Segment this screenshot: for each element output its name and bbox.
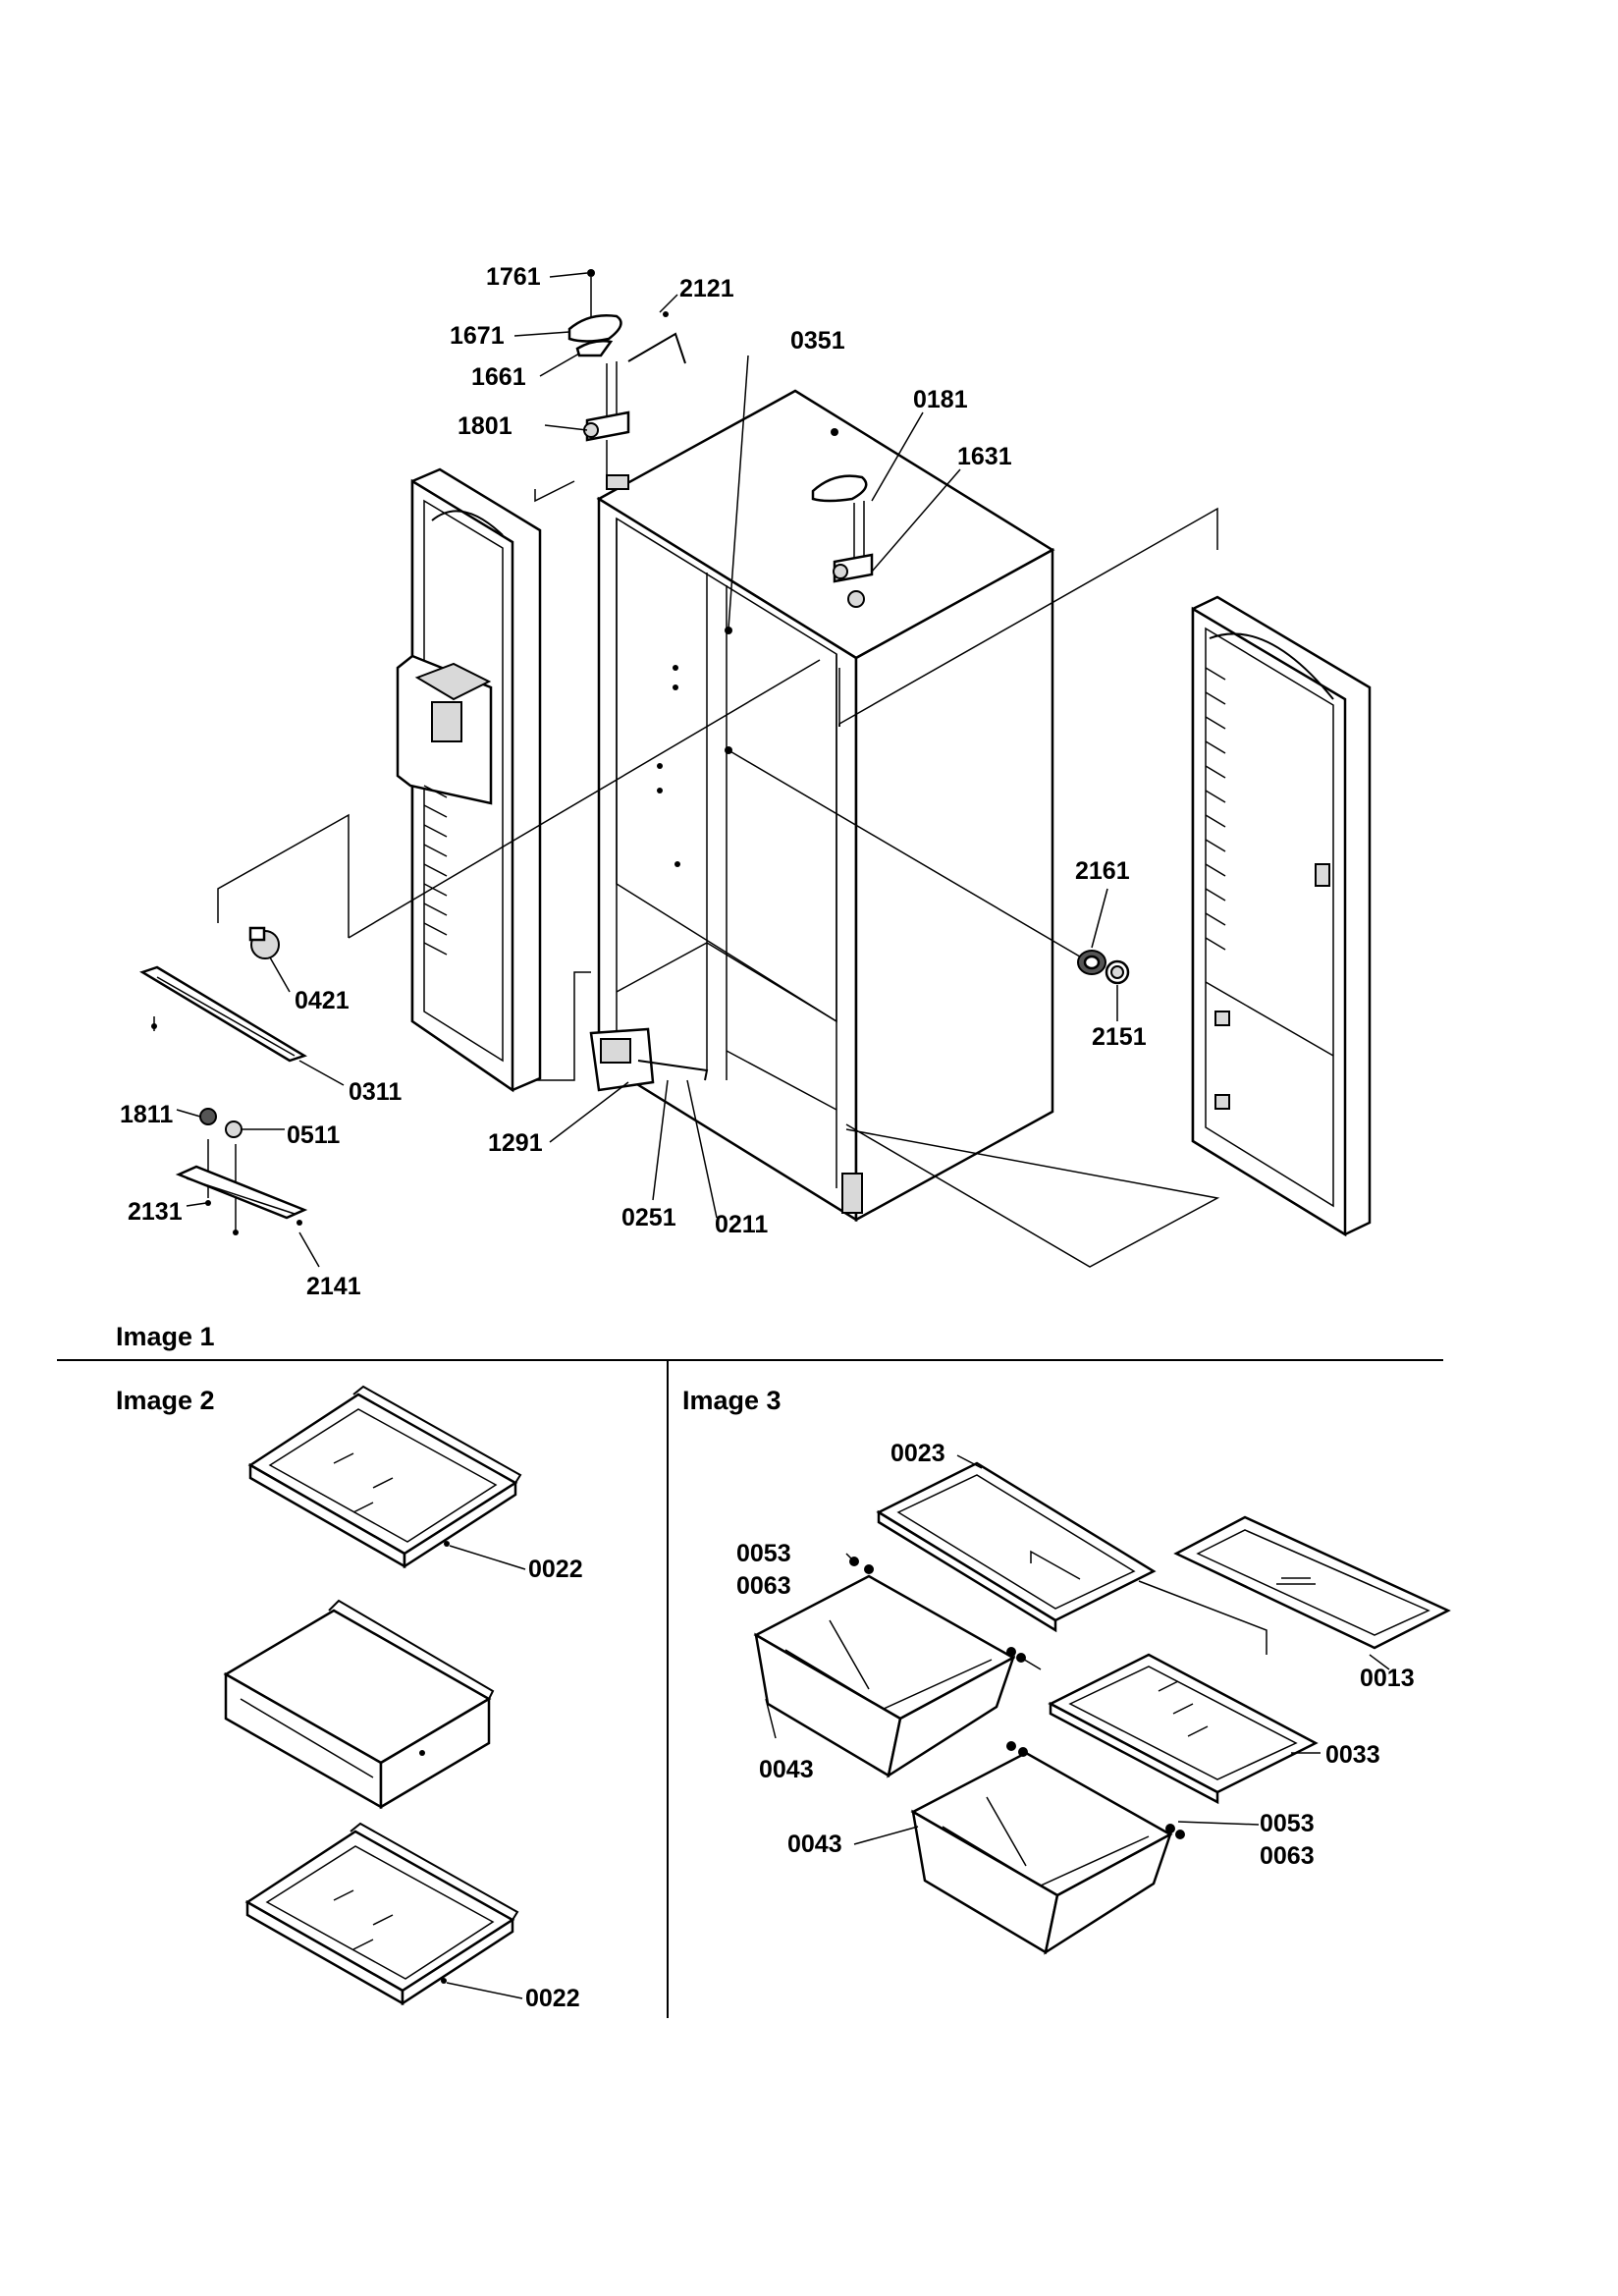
callout-1291: 1291 [488,1129,543,1157]
callout-leaders-image3 [765,1454,1390,1845]
bracket-2131 [175,1165,308,1220]
callout-2141: 2141 [306,1273,361,1300]
crisper-drawer-upper [753,1574,1016,1778]
callout-0181: 0181 [913,386,968,413]
callout-0421: 0421 [295,987,350,1014]
assembly-lines [217,480,1220,1268]
callout-0311: 0311 [349,1078,402,1106]
shelf-top [247,1385,522,1569]
crisper-drawer-lower [910,1751,1173,1955]
shelf-bottom [244,1822,519,2006]
callout-1661: 1661 [471,363,526,391]
callout-2161: 2161 [1075,857,1130,885]
top-hinge-right [811,428,874,608]
callout-0511: 0511 [287,1121,340,1149]
callout-0022-bottom: 0022 [525,1985,580,2012]
cap-2151 [1105,959,1130,985]
callout-2151: 2151 [1092,1023,1147,1051]
light-bulb [248,926,280,959]
callout-0022-top: 0022 [528,1556,583,1583]
callout-1811: 1811 [120,1101,173,1128]
callout-0351: 0351 [790,327,845,355]
callout-0251: 0251 [621,1204,676,1231]
section-title-image3: Image 3 [682,1386,782,1415]
callout-0023: 0023 [890,1440,945,1467]
callout-0053-lower: 0053 [1260,1810,1315,1837]
callout-0053-upper: 0053 [736,1540,791,1567]
callout-0043-lower: 0043 [787,1831,842,1858]
callout-0211: 0211 [715,1211,768,1238]
callout-0063-lower: 0063 [1260,1842,1315,1870]
callout-0043-upper: 0043 [759,1756,814,1783]
callout-1671: 1671 [450,322,505,350]
crisper-cover-frame [876,1461,1157,1633]
callout-0013: 0013 [1360,1665,1415,1692]
callout-leaders-image1 [176,272,1118,1268]
callout-2131: 2131 [128,1198,183,1226]
fresh-food-door [1191,595,1372,1237]
callout-1801: 1801 [458,412,512,440]
callout-1631: 1631 [957,443,1012,470]
crisper-frame [1048,1653,1319,1805]
callout-0033: 0033 [1325,1741,1380,1769]
shelf-middle [223,1599,495,1810]
crisper-glass [1173,1515,1451,1650]
bracket-2121 [627,332,686,364]
clip-1811 [199,1108,217,1125]
screw-0511 [225,1121,243,1138]
callout-2121: 2121 [679,275,734,302]
top-hinge-left [567,269,630,476]
section-title-image1: Image 1 [116,1322,215,1351]
callout-0063-upper: 0063 [736,1572,791,1600]
callout-1761: 1761 [486,263,541,291]
section-title-image2: Image 2 [116,1386,215,1415]
refrigerator-cabinet [589,389,1055,1223]
light-cover [139,965,307,1063]
assembly-lines-image3 [1020,1580,1267,1670]
cap-2161 [1077,950,1106,975]
freezer-door [396,467,542,1093]
